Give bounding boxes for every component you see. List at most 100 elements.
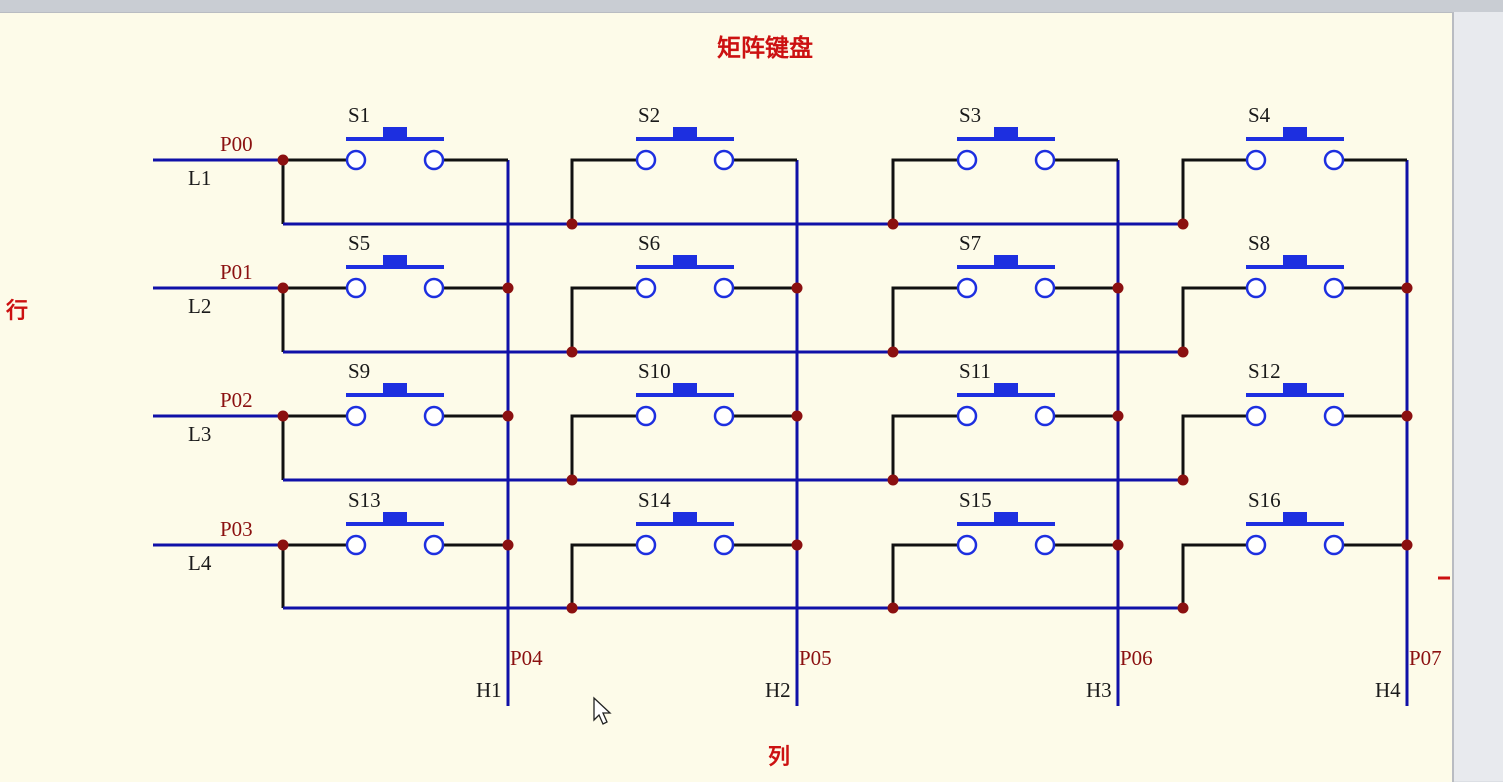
row-junction-dot: [277, 410, 289, 422]
push-switch: [956, 383, 1056, 427]
branch-wire: [570, 414, 636, 480]
row-port-label: P01: [220, 260, 253, 284]
switch-terminal: [956, 277, 978, 299]
push-switch: [1245, 383, 1345, 427]
push-switch: [956, 127, 1056, 171]
branch-wire: [570, 543, 636, 608]
column-junction-dot: [1112, 410, 1124, 422]
branch-wire: [1181, 286, 1246, 352]
switch-terminal: [423, 277, 445, 299]
switch-label: S11: [959, 359, 991, 383]
switch-label: S2: [638, 103, 660, 127]
column-port-label: P04: [510, 646, 543, 670]
switch-button: [994, 512, 1018, 522]
switch-terminal: [345, 405, 367, 427]
branch-wire: [1181, 414, 1246, 480]
push-switch: [635, 255, 735, 299]
column-junction-dot: [1112, 282, 1124, 294]
switch-button: [383, 383, 407, 393]
switch-terminal: [345, 277, 367, 299]
right-scroll-area[interactable]: [1454, 12, 1503, 781]
switch-button: [383, 127, 407, 137]
column-line-label: H2: [765, 678, 791, 702]
mouse-cursor: [593, 696, 612, 725]
switch-label: S12: [1248, 359, 1281, 383]
switch-label: S9: [348, 359, 370, 383]
bus-junction-dot: [1177, 346, 1189, 358]
bus-junction-dot: [566, 218, 578, 230]
switch-button: [994, 383, 1018, 393]
row-caption: 行: [5, 298, 28, 324]
column-line-label: H4: [1375, 678, 1401, 702]
switch-terminal: [713, 149, 735, 171]
branch-wire: [570, 158, 636, 224]
switch-button: [1283, 255, 1307, 265]
column-port-label: P05: [799, 646, 832, 670]
bus-junction-dot: [887, 602, 899, 614]
column-junction-dot: [502, 410, 514, 422]
bus-junction-dot: [1177, 474, 1189, 486]
bus-junction-dot: [1177, 218, 1189, 230]
switch-button: [383, 512, 407, 522]
switch-terminal: [1323, 277, 1345, 299]
switch-terminal: [1245, 405, 1267, 427]
switch-terminal: [1034, 149, 1056, 171]
switch-terminal: [1034, 534, 1056, 556]
row-line-label: L3: [188, 422, 211, 446]
switch-button: [673, 512, 697, 522]
switch-terminal: [956, 534, 978, 556]
branch-wire: [891, 543, 957, 608]
switch-terminal: [1245, 534, 1267, 556]
switch-button: [1283, 383, 1307, 393]
switch-label: S7: [959, 231, 981, 255]
branch-wire: [891, 414, 957, 480]
switch-terminal: [345, 534, 367, 556]
branch-wire: [891, 286, 957, 352]
switch-label: S14: [638, 488, 671, 512]
wires: [153, 158, 1409, 706]
switch-button: [673, 127, 697, 137]
switch-terminal: [1323, 405, 1345, 427]
push-switch: [345, 512, 445, 556]
push-switch: [345, 127, 445, 171]
switch-label: S8: [1248, 231, 1270, 255]
switch-label: S3: [959, 103, 981, 127]
switch-button: [383, 255, 407, 265]
push-switch: [1245, 255, 1345, 299]
switch-label: S13: [348, 488, 381, 512]
column-junction-dot: [502, 282, 514, 294]
switch-label: S5: [348, 231, 370, 255]
column-junction-dot: [791, 410, 803, 422]
switch-terminal: [713, 534, 735, 556]
switch-label: S10: [638, 359, 671, 383]
switch-terminal: [713, 277, 735, 299]
switch-terminal: [713, 405, 735, 427]
switch-terminal: [1034, 405, 1056, 427]
switch-label: S16: [1248, 488, 1281, 512]
switch-button: [1283, 127, 1307, 137]
bus-junction-dot: [1177, 602, 1189, 614]
column-junction-dot: [1112, 539, 1124, 551]
row-junction-dot: [277, 154, 289, 166]
push-switch: [635, 383, 735, 427]
switch-terminal: [345, 149, 367, 171]
switch-terminal: [635, 534, 657, 556]
switch-button: [994, 127, 1018, 137]
column-junction-dot: [1401, 282, 1413, 294]
branch-wire: [891, 158, 957, 224]
window-top-bar: [0, 0, 1503, 12]
column-junction-dot: [502, 539, 514, 551]
column-port-label: P06: [1120, 646, 1153, 670]
column-junction-dot: [791, 539, 803, 551]
column-junction-dot: [1401, 539, 1413, 551]
switch-terminal: [635, 149, 657, 171]
row-junction-dot: [277, 539, 289, 551]
branch-wire: [1181, 158, 1246, 224]
column-junction-dot: [791, 282, 803, 294]
column-port-label: P07: [1409, 646, 1442, 670]
bus-junction-dot: [887, 218, 899, 230]
switch-label: S4: [1248, 103, 1271, 127]
column-line-label: H3: [1086, 678, 1112, 702]
switch-button: [994, 255, 1018, 265]
diagram-title: 矩阵键盘: [717, 33, 813, 62]
